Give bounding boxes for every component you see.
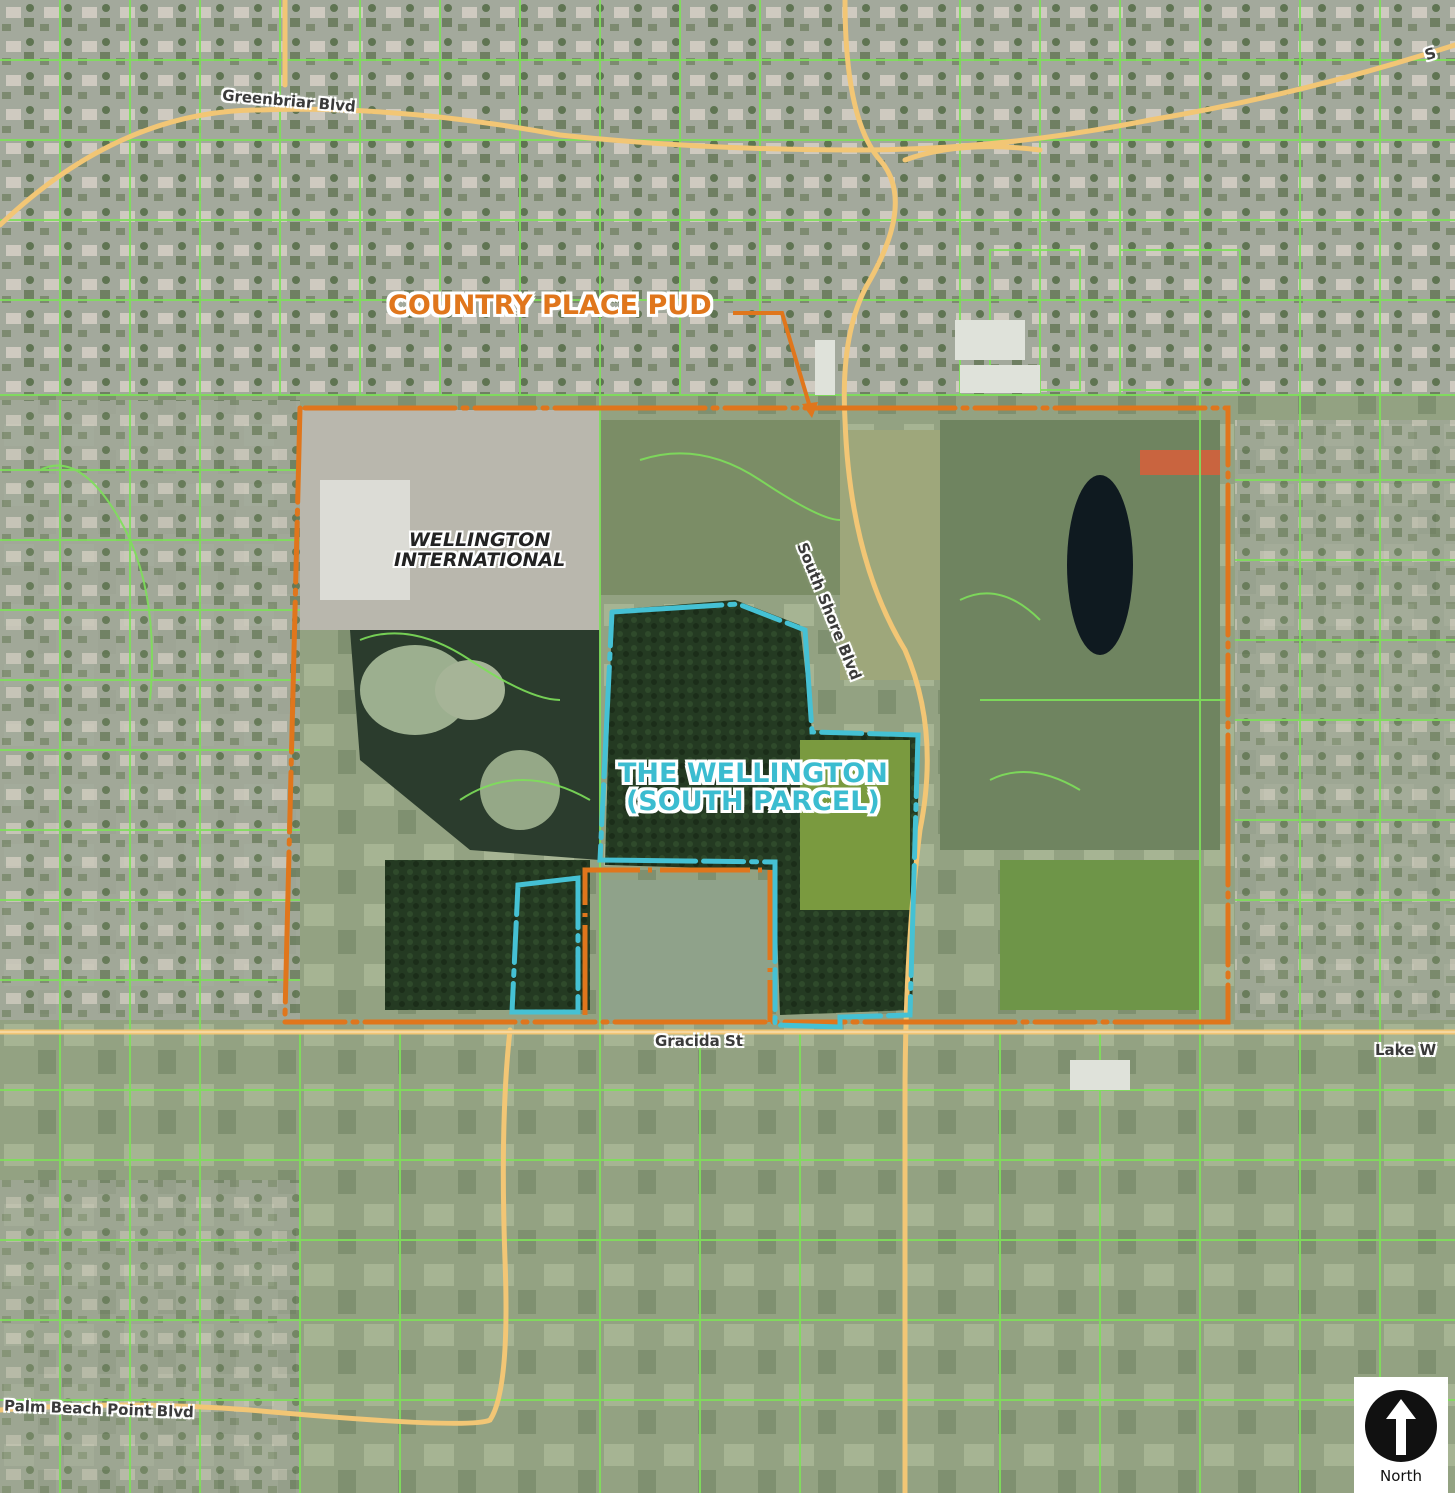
the-wellington-south-parcel-boundary — [509, 601, 921, 1030]
north-arrow-icon — [1365, 1390, 1437, 1462]
road-label-gracida: Gracida St — [655, 1032, 743, 1050]
the-wellington-label: THE WELLINGTON (SOUTH PARCEL) — [618, 758, 888, 818]
the-wellington-line1: THE WELLINGTON — [618, 758, 888, 789]
pud-leader-arrowhead — [802, 402, 818, 418]
north-arrow: North — [1354, 1377, 1448, 1493]
road-label-lake-w: Lake W — [1375, 1041, 1437, 1059]
country-place-pud-boundary — [282, 405, 1231, 1025]
wellington-international-label: WELLINGTON INTERNATIONAL — [394, 529, 566, 571]
pud-leader-line — [733, 311, 814, 415]
the-wellington-line2: (SOUTH PARCEL) — [625, 786, 880, 818]
wellington-international-line2: INTERNATIONAL — [394, 548, 566, 571]
country-place-pud-label: COUNTRY PLACE PUD — [388, 290, 712, 321]
north-arrow-label: North — [1380, 1467, 1422, 1485]
wellington-international-line1: WELLINGTON — [408, 529, 551, 551]
